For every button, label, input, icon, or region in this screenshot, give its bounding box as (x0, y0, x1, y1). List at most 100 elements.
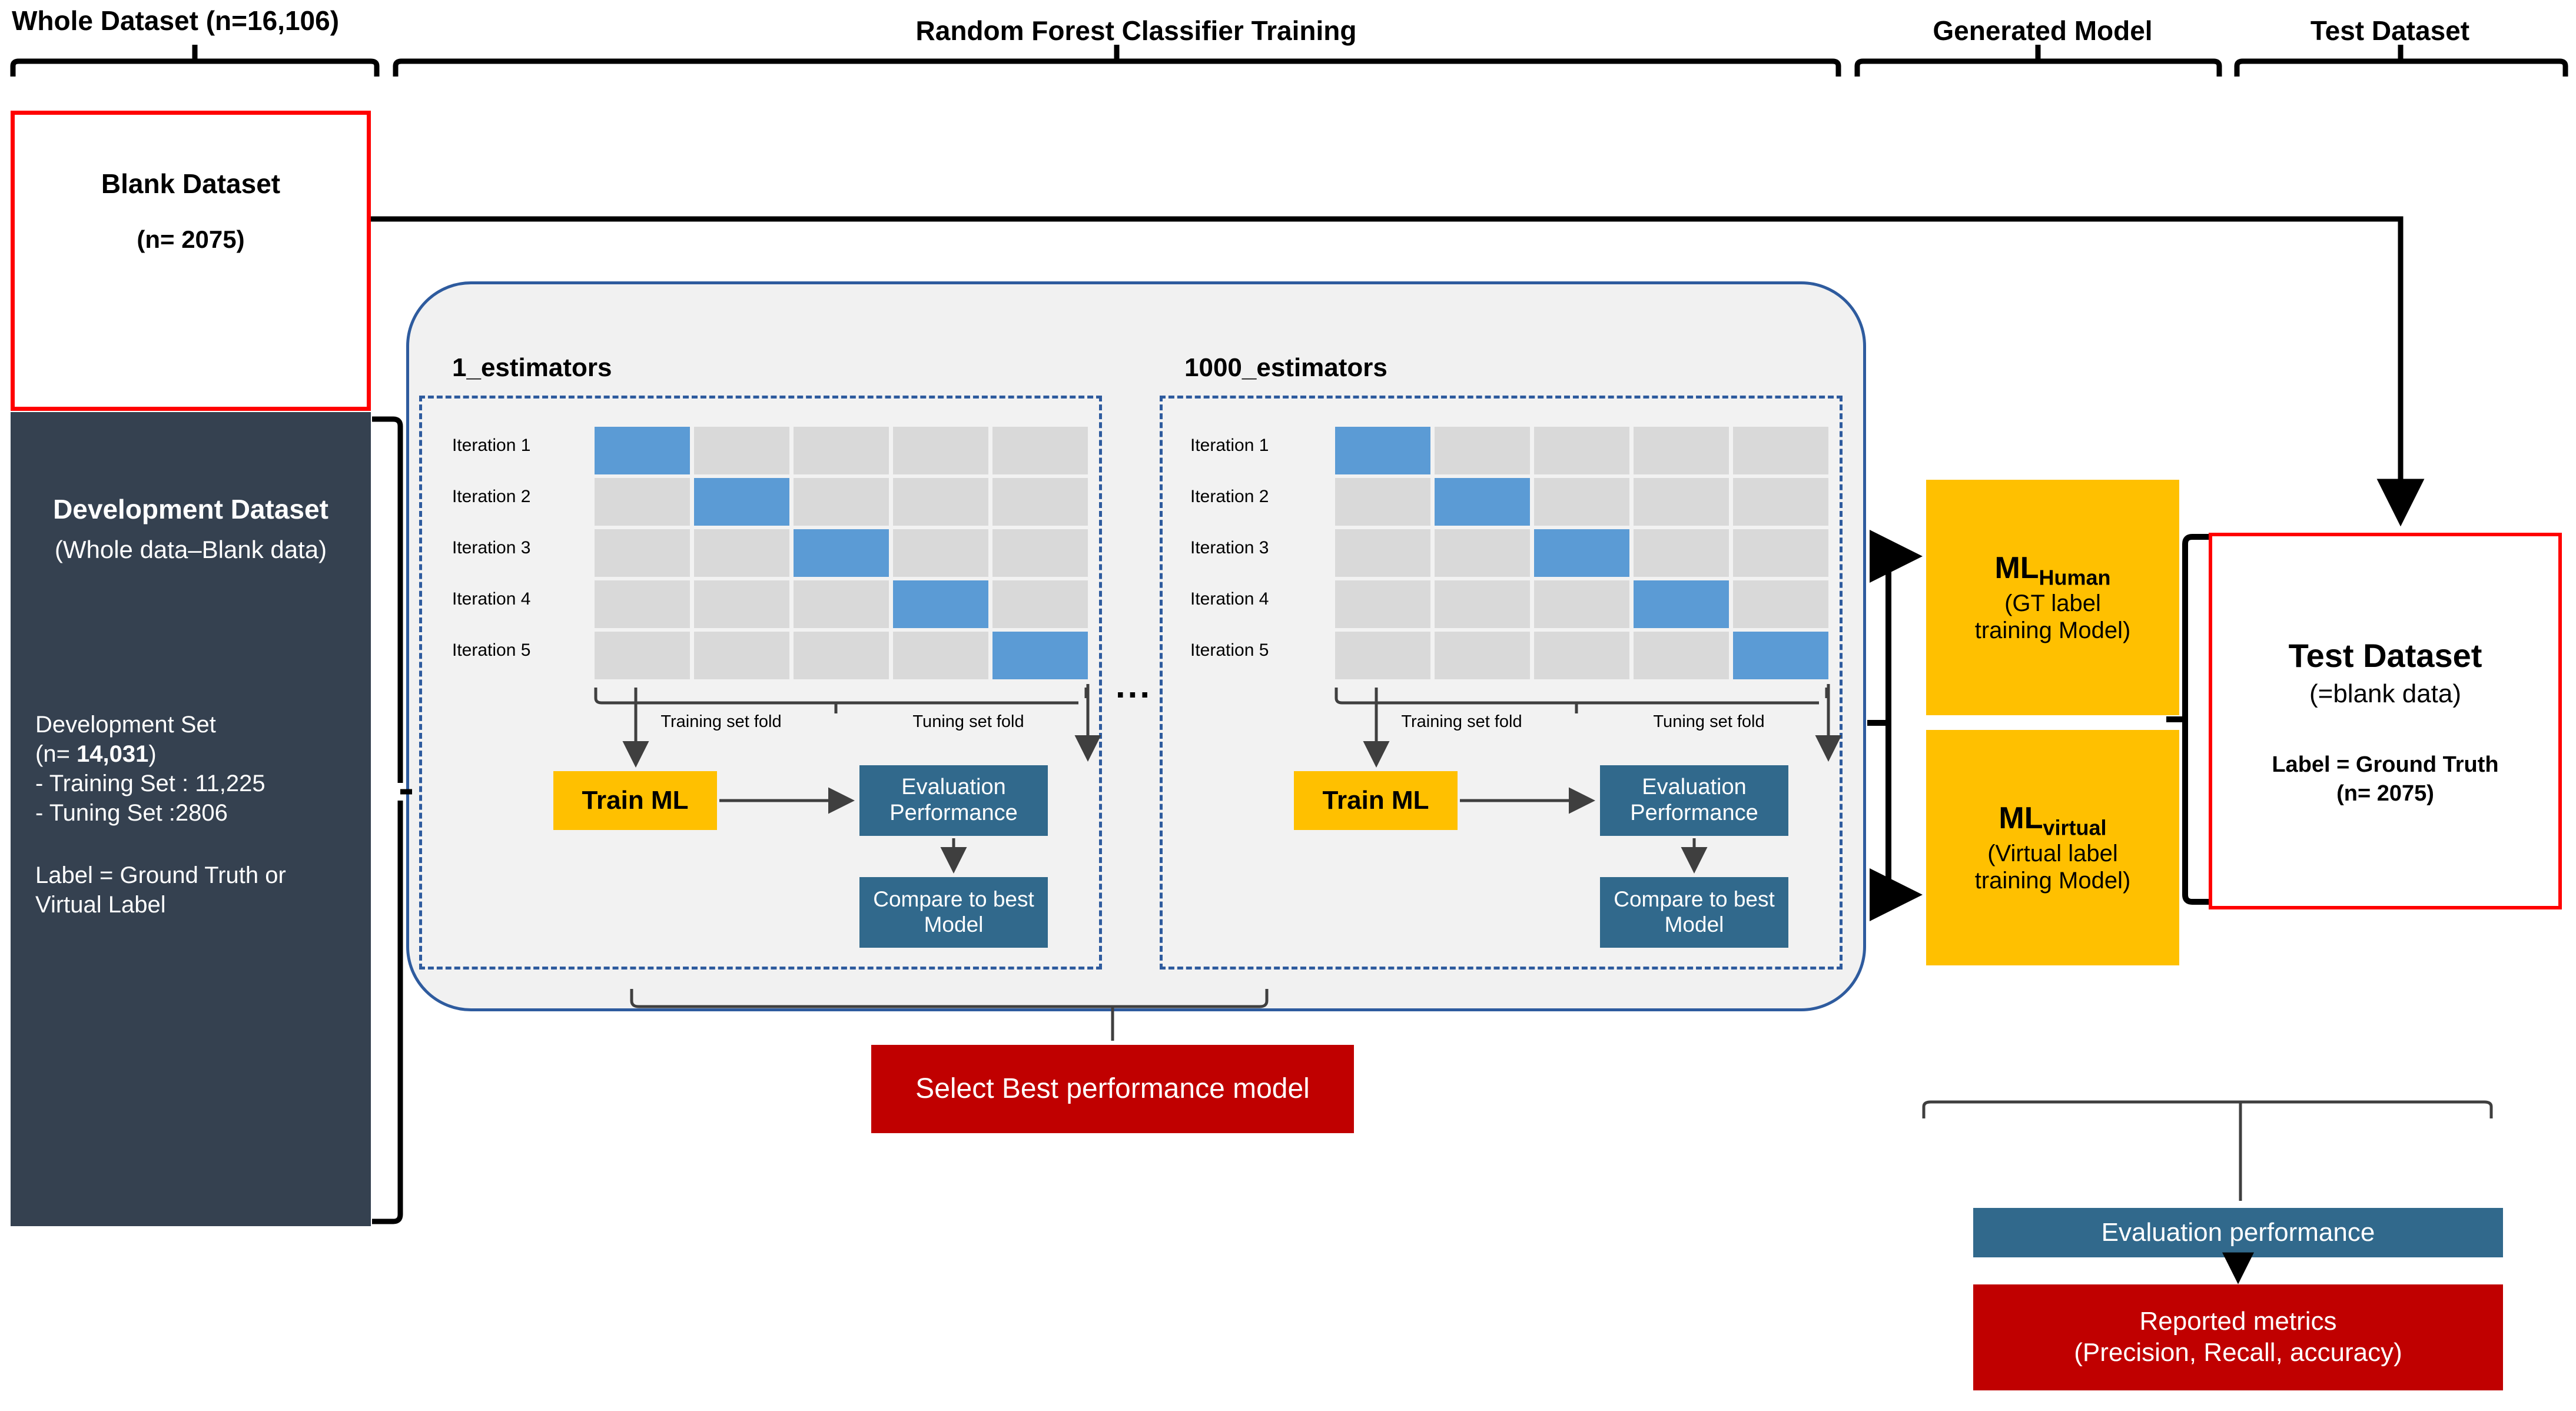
cv-cell (1534, 632, 1629, 679)
cv-cell (992, 632, 1088, 679)
blank-dataset-box: Blank Dataset (n= 2075) (11, 111, 371, 411)
ml-human-subscript: Human (2039, 565, 2111, 590)
estimator-1-title: 1_estimators (452, 353, 612, 382)
cv-cell (1733, 580, 1828, 628)
estimator-1-training-fold-caption: Training set fold (660, 712, 782, 731)
test-dataset-label-line: Label = Ground Truth (2272, 752, 2499, 777)
ml-virtual-desc-line-1: (Virtual label (1987, 840, 2118, 866)
estimator-1-tuning-fold-caption: Tuning set fold (912, 712, 1024, 731)
cv-cell (893, 580, 988, 628)
estimator-2-iteration-label: Iteration 3 (1190, 538, 1269, 557)
estimator-1-iteration-label: Iteration 2 (452, 487, 531, 506)
estimator-2-iteration-label: Iteration 1 (1190, 436, 1269, 455)
section-header-test-dataset: Test Dataset (2310, 15, 2470, 46)
evaluation-performance-box: Evaluation performance (1973, 1208, 2503, 1257)
test-dataset-title: Test Dataset (2288, 636, 2482, 674)
cv-cell (694, 580, 789, 628)
cv-cell (1634, 632, 1729, 679)
evaluation-line-1: Evaluation (1642, 775, 1747, 800)
cv-cell (1634, 529, 1729, 577)
ml-human-name: MLHuman (1994, 551, 2111, 590)
cv-cell (1435, 478, 1530, 526)
ml-virtual-subscript: virtual (2043, 815, 2107, 840)
cv-cell (694, 478, 789, 526)
development-set-count: (n= 14,031) (35, 739, 371, 769)
development-dataset-panel: Development Dataset (Whole data–Blank da… (11, 412, 371, 1226)
cv-cell (694, 427, 789, 474)
cv-cell (1634, 478, 1729, 526)
evaluation-line-2: Performance (1630, 801, 1758, 825)
cv-cell (1534, 427, 1629, 474)
cv-cell (595, 580, 690, 628)
estimator-1-cv-grid (595, 427, 1088, 683)
ml-virtual-name: MLvirtual (1999, 801, 2107, 840)
estimator-2-iteration-label: Iteration 4 (1190, 589, 1269, 609)
estimator-1-evaluation-box: Evaluation Performance (859, 765, 1048, 836)
dev-label-line-2: Virtual Label (35, 892, 166, 918)
cv-cell (1534, 580, 1629, 628)
cv-cell (992, 478, 1088, 526)
cv-cell (794, 632, 889, 679)
cv-cell (1435, 427, 1530, 474)
cv-cell (1534, 478, 1629, 526)
reported-metrics-box: Reported metrics (Precision, Recall, acc… (1973, 1284, 2503, 1390)
development-dataset-subtitle: (Whole data–Blank data) (54, 536, 327, 563)
dev-n-prefix: (n= (35, 741, 77, 767)
cv-cell (1335, 427, 1430, 474)
cv-cell (1634, 580, 1729, 628)
evaluation-line-1: Evaluation (901, 775, 1006, 800)
cv-cell (992, 529, 1088, 577)
cv-cell (1534, 529, 1629, 577)
ml-human-desc-line-2: training Model) (1974, 617, 2131, 643)
dev-label-line-1: Label = Ground Truth or (35, 862, 286, 888)
estimator-2-evaluation-box: Evaluation Performance (1600, 765, 1788, 836)
cv-cell (1634, 427, 1729, 474)
compare-line-2: Model (924, 912, 984, 937)
evaluation-line-2: Performance (889, 801, 1018, 825)
test-dataset-subtitle: (=blank data) (2309, 679, 2462, 708)
cv-cell (1733, 478, 1828, 526)
blank-dataset-title: Blank Dataset (101, 168, 281, 199)
reported-metrics-line-1: Reported metrics (2139, 1307, 2337, 1336)
development-dataset-title: Development Dataset (53, 494, 328, 524)
cv-cell (893, 529, 988, 577)
compare-line-1: Compare to best (1614, 887, 1775, 912)
training-set-line: - Training Set : 11,225 (35, 771, 265, 796)
cv-cell (595, 478, 690, 526)
test-dataset-count: (n= 2075) (2336, 781, 2434, 806)
cv-cell (794, 529, 889, 577)
ml-human-desc-line-1: (GT label (2004, 590, 2101, 616)
section-header-rf-training: Random Forest Classifier Training (915, 15, 1357, 46)
estimator-1-iteration-label: Iteration 4 (452, 589, 531, 609)
estimator-1-iteration-label: Iteration 3 (452, 538, 531, 557)
cv-cell (992, 427, 1088, 474)
cv-cell (1733, 427, 1828, 474)
tuning-set-line: - Tuning Set :2806 (35, 800, 228, 826)
cv-cell (794, 478, 889, 526)
compare-line-2: Model (1664, 912, 1724, 937)
estimator-2-training-fold-caption: Training set fold (1401, 712, 1522, 731)
estimator-2-title: 1000_estimators (1184, 353, 1387, 382)
cv-cell (893, 632, 988, 679)
estimator-1-iteration-label: Iteration 1 (452, 436, 531, 455)
cv-cell (595, 529, 690, 577)
blank-dataset-count: (n= 2075) (137, 225, 245, 253)
cv-cell (1335, 529, 1430, 577)
section-header-whole-dataset: Whole Dataset (n=16,106) (12, 5, 340, 36)
cv-cell (1435, 580, 1530, 628)
cv-cell (992, 580, 1088, 628)
cv-cell (1733, 529, 1828, 577)
estimator-2-iteration-label: Iteration 5 (1190, 640, 1269, 660)
cv-cell (1335, 478, 1430, 526)
reported-metrics-line-2: (Precision, Recall, accuracy) (2074, 1338, 2402, 1367)
estimator-2-iteration-label: Iteration 2 (1190, 487, 1269, 506)
ml-virtual-desc-line-2: training Model) (1974, 867, 2131, 894)
estimator-1-compare-box: Compare to best Model (859, 877, 1048, 948)
development-set-block: Development Set (n= 14,031) - Training S… (11, 710, 371, 919)
generated-model-virtual-box: MLvirtual (Virtual label training Model) (1926, 730, 2179, 965)
cv-cell (694, 529, 789, 577)
dev-n-value: 14,031 (77, 741, 149, 767)
estimator-2-train-ml-box: Train ML (1294, 771, 1458, 830)
cv-cell (1335, 632, 1430, 679)
